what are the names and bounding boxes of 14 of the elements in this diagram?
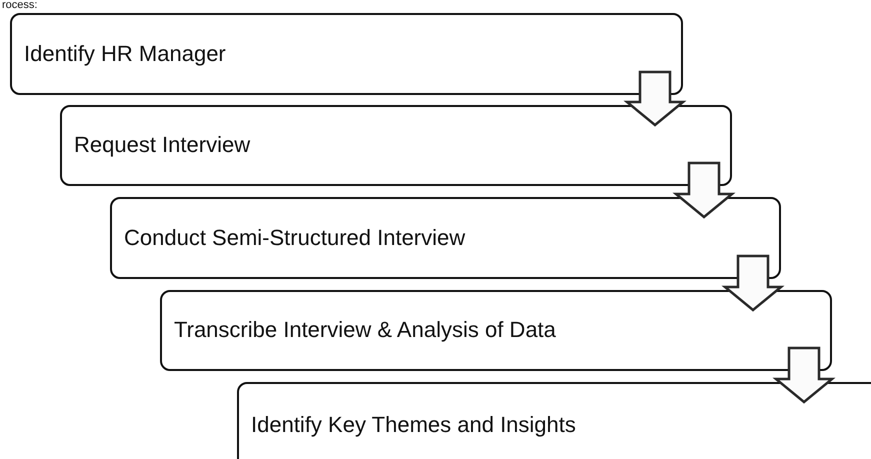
block-arrow: [672, 162, 736, 219]
step-text: Identify HR Manager: [23, 40, 226, 68]
step-text: Request Interview: [73, 132, 250, 159]
block-arrow: [722, 254, 784, 312]
process-box: [110, 197, 781, 279]
step-text: Identify Key Themes and Insights: [250, 412, 576, 438]
process-box: [160, 290, 832, 371]
block-arrow: [772, 346, 836, 404]
heading-text: rocess:: [2, 0, 38, 11]
process-box: [10, 13, 683, 95]
step-text: Transcribe Interview & Analysis of Data: [173, 317, 556, 344]
step-text: Conduct Semi-Structured Interview: [123, 224, 466, 252]
process-box: [60, 105, 732, 186]
block-arrow: [624, 70, 686, 127]
